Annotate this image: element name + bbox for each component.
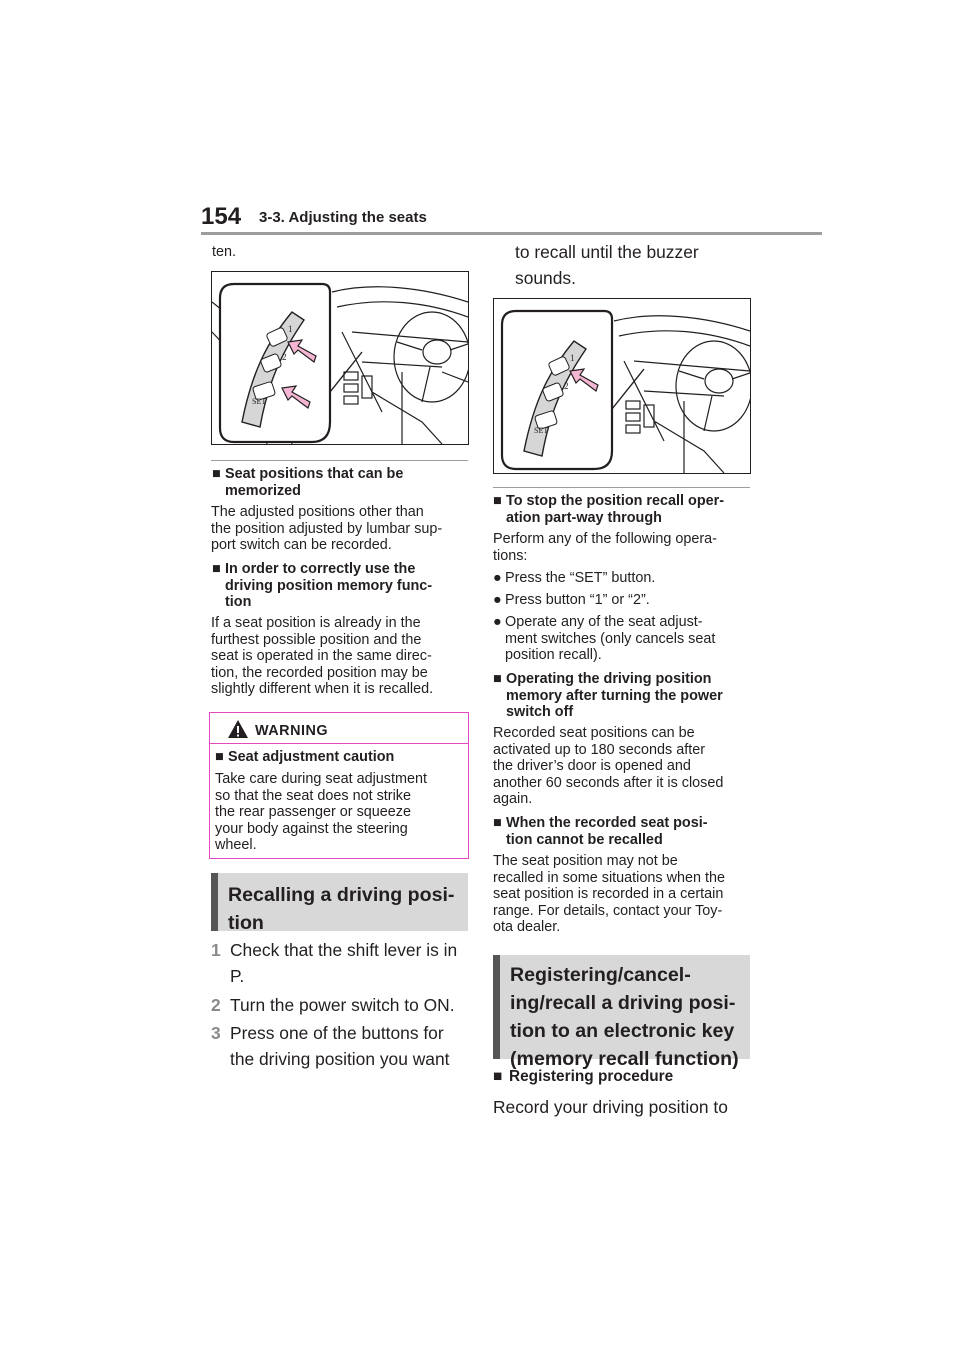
seat-memory-switch-figure-2: 1 2 SET bbox=[493, 298, 751, 474]
paragraph-seat-positions: The adjusted positions other than the po… bbox=[211, 504, 443, 554]
warning-box: WARNING ■Seat adjustment caution Take ca… bbox=[209, 712, 469, 859]
bullet-press-set: ●Press the “SET” button. bbox=[493, 570, 656, 586]
warning-subhead: ■Seat adjustment caution bbox=[215, 749, 395, 765]
paragraph-stop-recall: Perform any of the following opera- tion… bbox=[493, 531, 717, 564]
subhead-stop-recall: ■To stop the position recall oper-ation … bbox=[493, 493, 725, 526]
set-button-label: SET bbox=[252, 397, 266, 406]
paragraph-cannot-recall: The seat position may not be recalled in… bbox=[493, 853, 725, 936]
heading-recalling-driving-position: Recalling a driving posi-tion bbox=[211, 873, 468, 934]
button-1-label: 1 bbox=[288, 324, 293, 334]
header-rule bbox=[201, 232, 822, 235]
paragraph-power-off: Recorded seat positions can be activated… bbox=[493, 725, 724, 808]
paragraph-registering: Record your driving position to bbox=[493, 1097, 728, 1117]
button-2-label: 2 bbox=[564, 381, 569, 391]
warning-triangle-icon bbox=[228, 720, 248, 738]
page-number: 154 bbox=[201, 203, 242, 230]
warning-body: Take care during seat adjustment so that… bbox=[215, 771, 427, 854]
button-1-label: 1 bbox=[570, 353, 575, 363]
divider bbox=[493, 487, 750, 488]
set-button-label: SET bbox=[534, 426, 548, 435]
warning-title: WARNING bbox=[255, 723, 329, 739]
subhead-registering-procedure: ■Registering procedure bbox=[493, 1068, 674, 1085]
bullet-press-button: ●Press button “1” or “2”. bbox=[493, 592, 650, 608]
seat-memory-switch-figure-1: 1 2 SET bbox=[211, 271, 469, 445]
heading-electronic-key-memory-recall: Registering/cancel- ing/recall a driving… bbox=[493, 955, 750, 1070]
paragraph-correct-use: If a seat position is already in the fur… bbox=[211, 615, 434, 698]
dashboard-illustration-2: 1 2 SET bbox=[500, 309, 750, 473]
section-title: 3-3. Adjusting the seats bbox=[259, 209, 427, 226]
button-2-label: 2 bbox=[282, 352, 287, 362]
intro-text: ten. bbox=[212, 244, 237, 260]
pink-arrow-icon bbox=[569, 368, 599, 392]
subhead-cannot-recall: ■When the recorded seat posi-tion cannot… bbox=[493, 815, 708, 848]
divider bbox=[211, 460, 468, 461]
pink-arrow-icon bbox=[287, 339, 317, 363]
bullet-operate-switches: ●Operate any of the seat adjust-ment swi… bbox=[493, 614, 716, 664]
warning-header: WARNING bbox=[210, 713, 468, 744]
pink-arrow-icon bbox=[281, 385, 311, 409]
dashboard-illustration-1: 1 2 SET bbox=[212, 282, 468, 444]
